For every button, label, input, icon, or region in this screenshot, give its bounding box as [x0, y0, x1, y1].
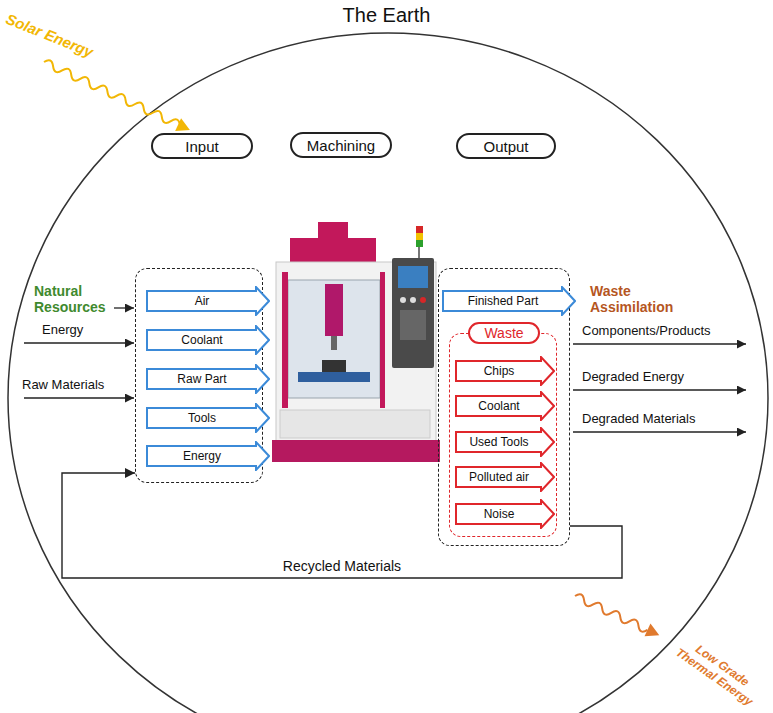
flow-arrow-box: Used Tools: [455, 427, 555, 457]
product-arrow: [573, 343, 746, 344]
node-text: Polluted air: [469, 470, 529, 484]
machine-cabinet: [280, 410, 430, 438]
arrow-outline: [456, 463, 554, 491]
arrow-outline: [456, 428, 554, 456]
flow-arrow-box: Polluted air: [455, 462, 555, 492]
machine-spindle: [325, 284, 343, 336]
annotation-label: Low Grade Thermal Energy: [671, 633, 765, 711]
node-text: Input: [185, 138, 218, 155]
node-text: Output: [483, 138, 528, 155]
panel-button: [400, 297, 406, 303]
node-text: Energy: [183, 449, 221, 463]
raw-material-arrow: [24, 397, 134, 398]
diagram-title: The Earth: [0, 4, 773, 27]
node-text: Used Tools: [469, 435, 528, 449]
flow-arrow-box: Energy: [146, 441, 270, 471]
node-text: Noise: [484, 507, 515, 521]
arrow-outline: [147, 365, 269, 393]
process-pill: Machining: [290, 132, 392, 158]
arrow-outline: [456, 357, 554, 385]
arrow-outline: [443, 287, 575, 315]
machine-top: [290, 238, 376, 264]
node-text: Waste: [484, 325, 523, 341]
control-screen: [398, 266, 428, 288]
dashed-group-box: OutputFinished PartWasteChipsCoolantUsed…: [438, 268, 570, 546]
arrow-outline: [456, 500, 554, 528]
flow-arrow-box: Air: [146, 286, 270, 316]
thermal-wave-head: [645, 623, 663, 641]
flow-arrow-box: Chips: [455, 356, 555, 386]
flow-arrow-box: Finished Part: [442, 286, 576, 316]
annotation-label: Components/Products: [582, 324, 711, 339]
arrow-outline: [147, 326, 269, 354]
column-heading-pill: Input: [151, 133, 253, 159]
machine-illustration: [272, 222, 440, 462]
tower-light: [416, 240, 423, 247]
arrow-outline: [147, 287, 269, 315]
arrow-outline: [456, 392, 554, 420]
node-text: Tools: [188, 411, 216, 425]
machine-vise: [322, 360, 346, 372]
waste-heading-pill: Waste: [468, 322, 540, 344]
node-text: Air: [195, 294, 210, 308]
machine-table: [298, 372, 370, 382]
control-panel: [392, 258, 434, 368]
annotation-label: Energy: [42, 323, 83, 338]
panel-button: [420, 297, 426, 303]
recycle-connector: [62, 473, 622, 578]
flow-arrow-box: Tools: [146, 403, 270, 433]
door-frame: [380, 272, 385, 408]
cutting-tool: [331, 336, 337, 350]
column-heading-pill: Output: [456, 133, 556, 159]
waste-region: WasteChipsCoolantUsed ToolsPolluted airN…: [449, 333, 557, 537]
solar-wave: [41, 56, 193, 137]
arrow-outline: [147, 442, 269, 470]
flow-arrow-box: Raw Part: [146, 364, 270, 394]
thermal-wave: [572, 590, 662, 642]
node-text: Raw Part: [177, 372, 226, 386]
panel-button: [410, 297, 416, 303]
door-frame: [282, 272, 288, 408]
earth-circle: [8, 33, 768, 713]
tower-light: [416, 233, 423, 240]
annotation-label: Degraded Energy: [582, 370, 684, 385]
annotation-label: Solar Energy: [4, 10, 96, 61]
flow-arrow-box: Coolant: [146, 325, 270, 355]
node-text: Coolant: [181, 333, 222, 347]
resource-arrow: [114, 307, 134, 308]
machine-base: [272, 440, 440, 462]
node-text: Coolant: [478, 399, 519, 413]
annotation-label: Raw Materials: [22, 378, 104, 393]
node-text: Machining: [307, 137, 375, 154]
annotation-label: Natural Resources: [34, 283, 130, 315]
panel-keys: [400, 310, 426, 340]
flow-arrow-box: Noise: [455, 499, 555, 529]
dashed-group-box: InputAirCoolantRaw PartToolsEnergy: [135, 268, 263, 483]
degraded-energy-arrow: [573, 389, 746, 390]
node-text: Chips: [484, 364, 515, 378]
annotation-label: Waste Assimilation: [590, 283, 690, 315]
connector-label: Recycled Materials: [280, 558, 404, 574]
energy-arrow: [24, 342, 134, 343]
tower-light: [416, 226, 423, 233]
arrow-outline: [147, 404, 269, 432]
annotation-label: Degraded Materials: [582, 412, 695, 427]
solar-wave-line: [42, 58, 181, 129]
machine-window: [288, 280, 380, 398]
thermal-wave-line: [573, 592, 649, 633]
degraded-material-arrow: [573, 431, 746, 432]
node-text: Finished Part: [468, 294, 539, 308]
flow-arrow-box: Coolant: [455, 391, 555, 421]
